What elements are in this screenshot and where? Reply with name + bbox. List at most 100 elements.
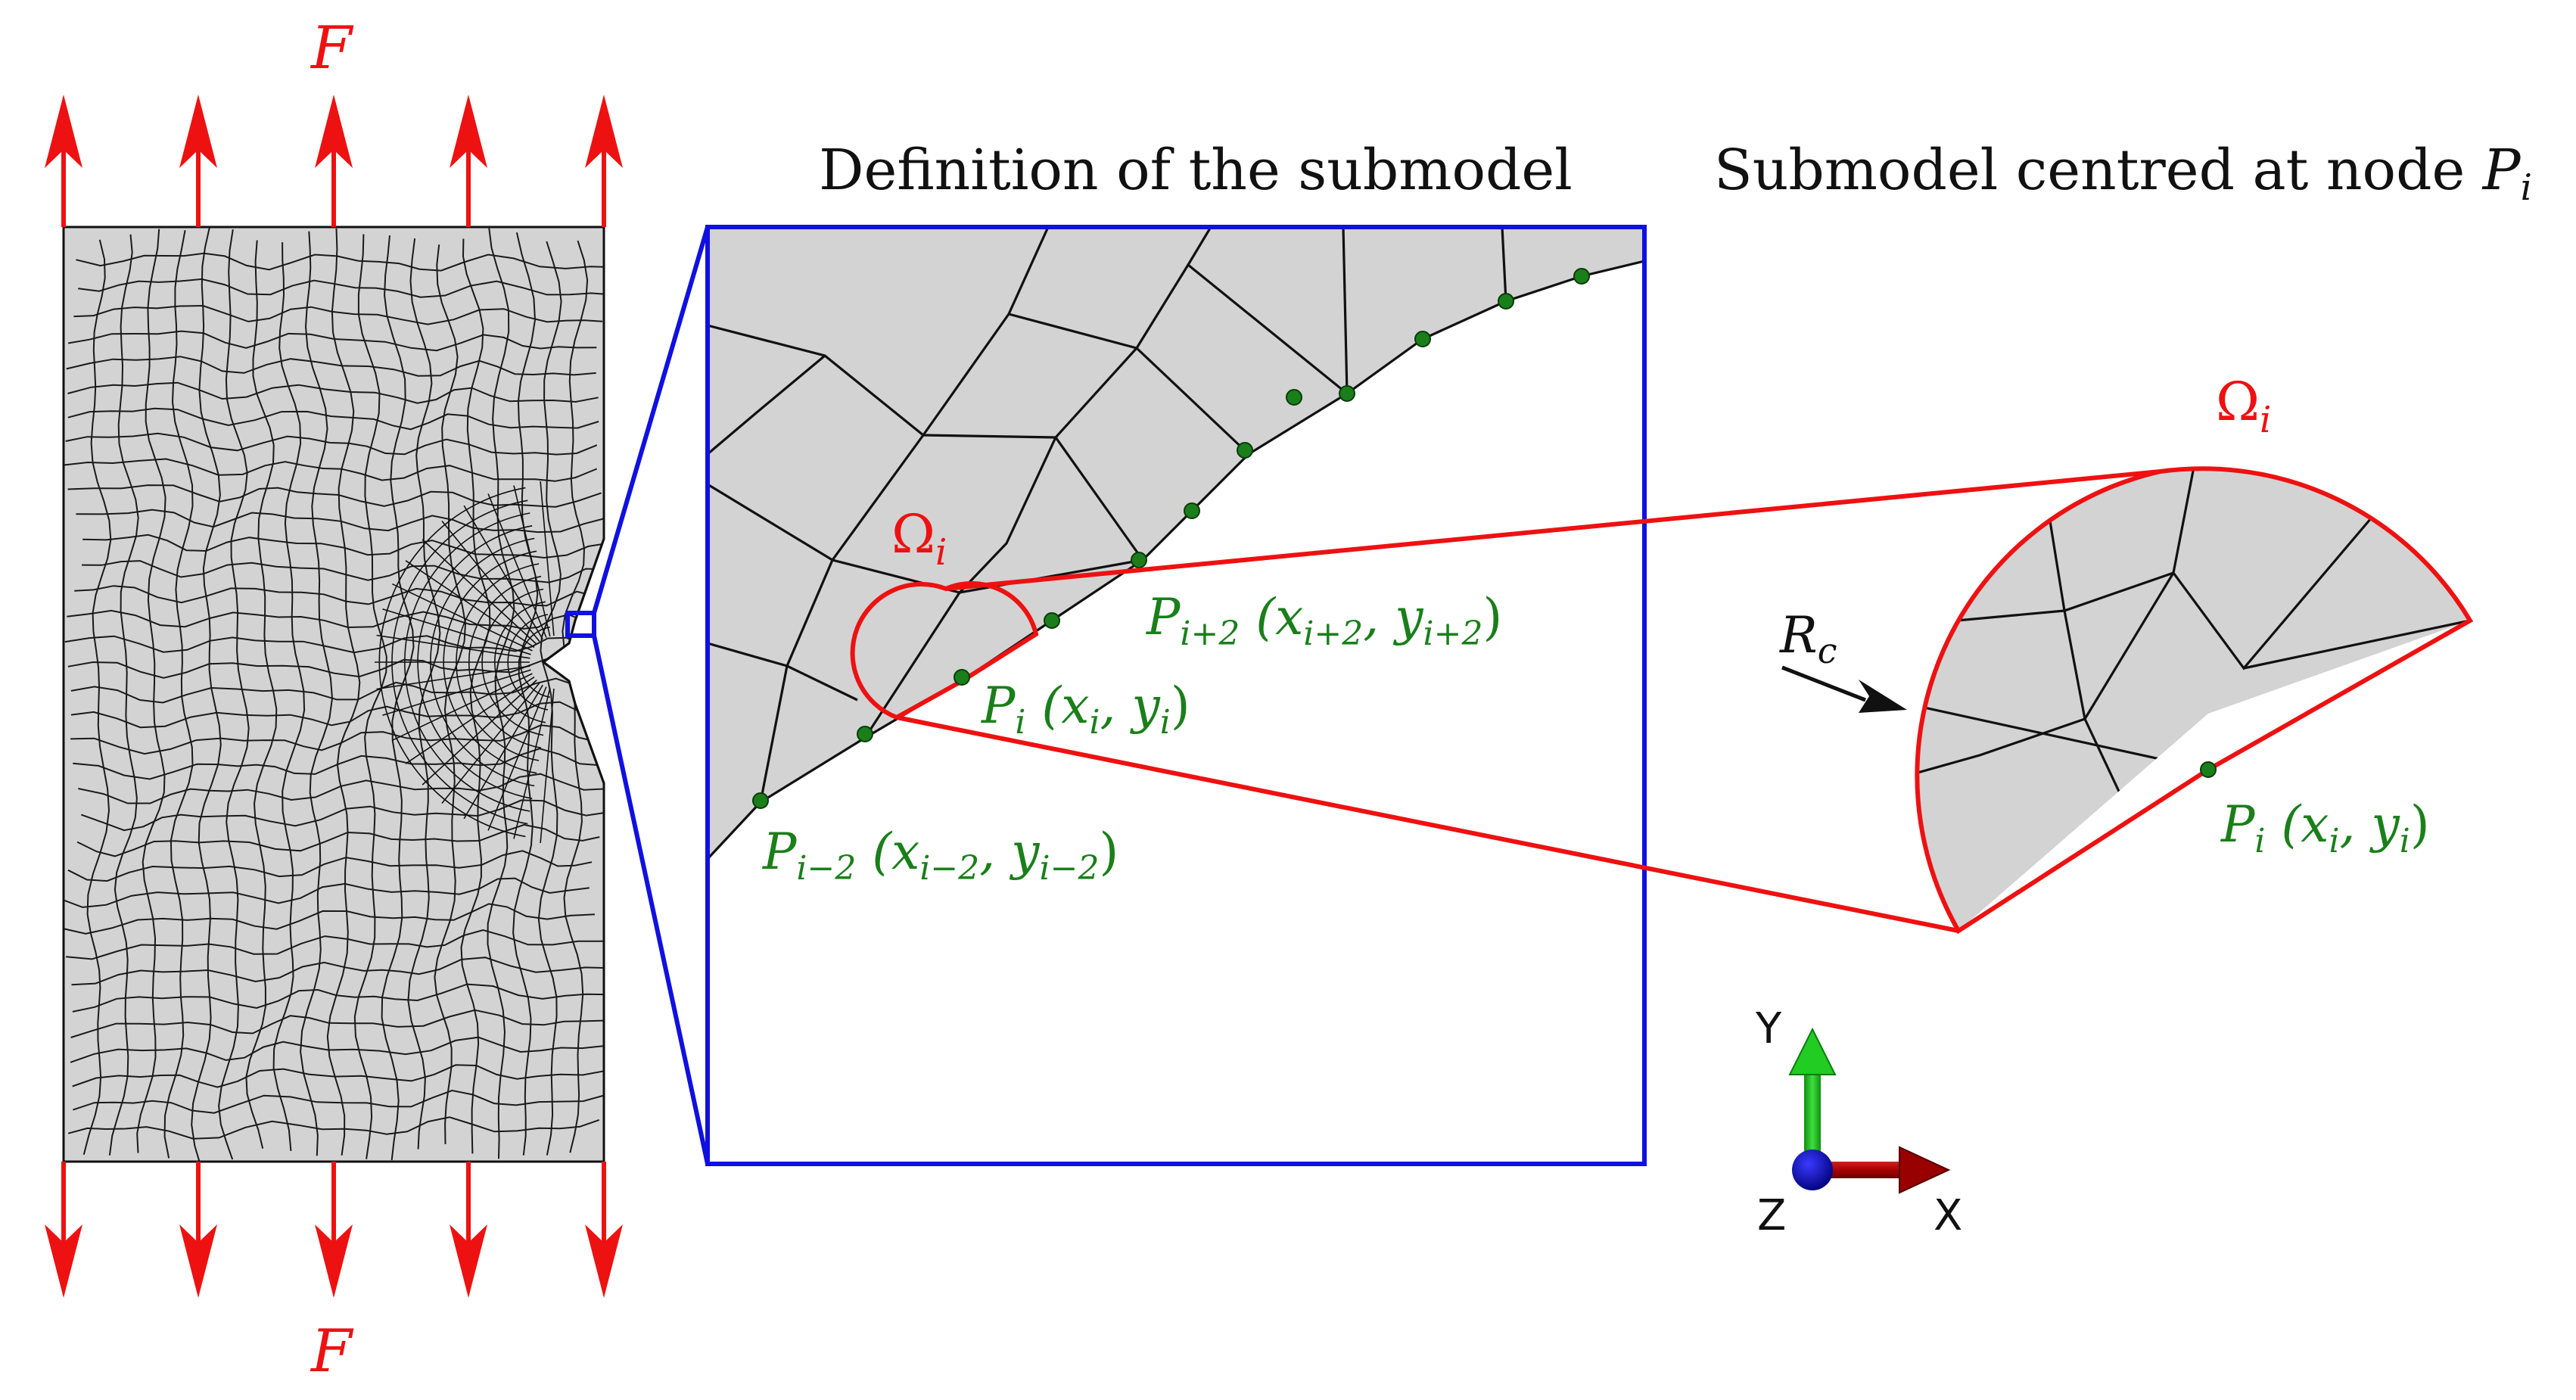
boundary-node-2	[1498, 293, 1514, 310]
dense-ray-5	[441, 520, 540, 642]
label-p-i-zoom-close: )	[1171, 677, 1190, 735]
dense-ray-9	[382, 608, 531, 655]
dense-ray-6	[422, 539, 537, 645]
label-p-i-zoom: Pi (xi, yi)	[981, 677, 1190, 742]
mesh-row-line-28	[66, 929, 604, 960]
boundary-node-7	[1184, 502, 1200, 519]
label-p-i-submodel-sub2: i	[2400, 822, 2410, 860]
node-p-i	[954, 669, 970, 686]
dense-ray-16	[422, 680, 537, 786]
boundary-node-8	[1131, 552, 1147, 568]
zoom-box	[705, 225, 1647, 1166]
title-centred-node: P	[2481, 138, 2522, 203]
label-p-i-plus-2-close: )	[1482, 588, 1502, 646]
mesh-row-line-34	[73, 1089, 604, 1114]
projection-line-bottom	[896, 715, 1959, 933]
label-p-i-minus-2-mid: , y	[979, 823, 1040, 881]
zoom-mesh-edges	[708, 227, 1507, 803]
mesh-row-line-23	[80, 799, 604, 832]
mesh-row-line-30	[72, 983, 604, 1013]
label-radius-base: R	[1779, 606, 1818, 664]
triad-y-label: Y	[1755, 1004, 1782, 1053]
mesh-row-line-32	[70, 1036, 604, 1063]
zoom-marker-box	[565, 611, 596, 638]
mesh-row-line-5	[66, 356, 596, 377]
boundary-node-6	[1237, 442, 1253, 459]
label-p-i-zoom-sub2: i	[1160, 703, 1171, 742]
label-p-i-plus-2-open: (x	[1240, 588, 1303, 646]
mesh-row-line-20	[70, 724, 599, 755]
dense-ray-8	[392, 583, 533, 652]
mesh-row-line-1	[76, 252, 604, 272]
label-p-i-submodel-sub1: i	[2329, 822, 2339, 860]
dense-ray-13	[382, 669, 531, 716]
boundary-node-11	[752, 792, 769, 809]
load-arrow-bottom-head-3	[315, 1224, 353, 1298]
mesh-row-line-15	[67, 609, 587, 630]
specimen-outline	[62, 226, 605, 1163]
label-radius: Rc	[1779, 606, 1837, 671]
submodel-sector	[1915, 466, 2474, 935]
mesh-row-line-4	[67, 330, 597, 352]
load-arrow-bottom-head-5	[585, 1224, 623, 1298]
mesh-row-line-25	[67, 850, 593, 882]
mesh-row-line-24	[76, 823, 600, 857]
load-arrow-bottom-head-4	[450, 1224, 487, 1298]
label-p-i-submodel-sub: i	[2254, 822, 2265, 860]
label-p-i-minus-2-sub2: i−2	[1040, 849, 1100, 888]
mesh-row-line-22	[78, 773, 604, 804]
load-arrow-bottom-head-2	[179, 1224, 217, 1298]
label-p-i-plus-2-sub2: i+2	[1423, 614, 1483, 653]
zoom-connector-top	[592, 226, 710, 614]
mesh-row-line-35	[67, 1116, 600, 1140]
load-arrows-top	[45, 95, 623, 227]
mesh-row-line-26	[64, 877, 590, 908]
dense-ray-12	[376, 665, 530, 690]
label-p-i-submodel-close: )	[2410, 795, 2430, 854]
label-radius-sub: c	[1818, 630, 1837, 671]
label-p-i-zoom-sub1: i	[1089, 703, 1100, 742]
label-p-i-plus-2: Pi+2 (xi+2, yi+2)	[1146, 588, 1502, 653]
dense-ray-4	[463, 505, 543, 640]
zoom-material-region	[708, 227, 1644, 859]
label-omega-zoom-sub: i	[935, 531, 947, 574]
mesh-row-line-9	[64, 458, 598, 482]
mesh-row-line-7	[67, 407, 599, 431]
dense-ray-1	[540, 481, 555, 636]
mesh-row-line-6	[67, 381, 599, 404]
triad-x-shaft	[1816, 1162, 1903, 1178]
boundary-nodes	[752, 268, 1590, 809]
label-omega-submodel: Ωi	[2216, 371, 2271, 441]
mesh-row-line-16	[64, 635, 588, 654]
triad-x-head	[1899, 1146, 1951, 1194]
label-p-i-submodel-mid: , y	[2340, 795, 2400, 854]
triad-z-label: Z	[1757, 1191, 1786, 1240]
boundary-node-9	[1044, 612, 1060, 629]
dense-ray-14	[392, 673, 533, 742]
mesh-row-line-8	[65, 432, 598, 456]
submodel-node-p-i	[2200, 761, 2217, 778]
triad-y-head	[1788, 1027, 1837, 1075]
label-p-i-plus-2-sub: i+2	[1180, 614, 1240, 653]
label-p-i-zoom-mid: , y	[1100, 677, 1161, 735]
dense-ray-20	[513, 687, 551, 839]
label-omega-submodel-base: Ω	[2216, 371, 2260, 433]
load-arrow-top-head-2	[179, 95, 217, 168]
coordinate-triad: Y X Z	[1755, 1004, 1962, 1240]
radius-arrow	[1781, 665, 1907, 713]
label-p-i-minus-2-open: (x	[856, 823, 919, 881]
label-p-i-minus-2-base: P	[762, 823, 798, 881]
triad-y-shaft	[1804, 1063, 1821, 1162]
load-arrow-top-head-3	[315, 95, 353, 168]
load-arrow-top-head-1	[45, 95, 82, 168]
boundary-node-1	[1573, 268, 1590, 285]
load-arrow-top-head-5	[585, 95, 623, 168]
mesh-lines	[64, 228, 604, 1162]
load-arrow-top-head-4	[450, 95, 487, 168]
force-label-top: F	[310, 14, 354, 82]
dense-ray-10	[376, 634, 530, 659]
label-p-i-submodel-open: (x	[2266, 795, 2329, 854]
label-p-i-submodel: Pi (xi, yi)	[2220, 795, 2430, 860]
zoom-detail	[708, 227, 1644, 860]
